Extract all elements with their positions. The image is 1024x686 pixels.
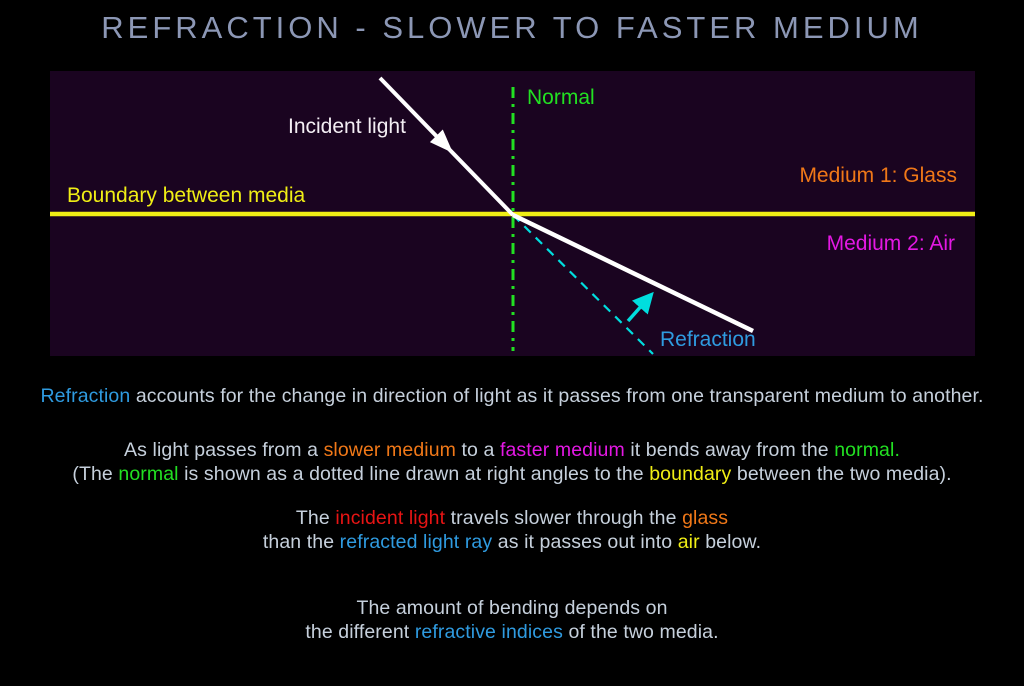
refracted-ray	[512, 212, 754, 334]
text-line: the different refractive indices of the …	[305, 621, 719, 643]
diagram-canvas	[50, 76, 975, 355]
text-line: than the refracted light ray as it passe…	[262, 531, 762, 553]
incident-ray-arrowhead	[429, 129, 453, 153]
medium1-glass-label: Medium 1: Glass	[799, 164, 957, 187]
refraction-bend-arrow	[626, 291, 654, 323]
page-title: REFRACTION - SLOWER TO FASTER MEDIUM	[101, 10, 923, 45]
unrefracted-path-dashed-line	[512, 214, 654, 355]
paragraph-refraction-definition: Refraction accounts for the change in di…	[0, 384, 1024, 408]
paragraph-speed-comparison: The incident light travels slower throug…	[0, 506, 1024, 554]
paragraph-refractive-indices: The amount of bending depends on the dif…	[0, 596, 1024, 644]
boundary-label: Boundary between media	[67, 184, 306, 207]
incident-light-label: Incident light	[288, 115, 406, 138]
text-line: The incident light travels slower throug…	[295, 507, 729, 529]
normal-label: Normal	[527, 86, 595, 109]
text-line: Refraction accounts for the change in di…	[40, 385, 984, 407]
text-line: As light passes from a slower medium to …	[124, 439, 900, 461]
refraction-label: Refraction	[660, 328, 756, 351]
refraction-diagram: Incident light Normal Boundary between m…	[50, 71, 975, 356]
text-line: The amount of bending depends on	[356, 597, 668, 619]
text-line: (The normal is shown as a dotted line dr…	[72, 463, 952, 485]
paragraph-bending-direction: As light passes from a slower medium to …	[0, 438, 1024, 486]
medium2-air-label: Medium 2: Air	[826, 232, 955, 255]
